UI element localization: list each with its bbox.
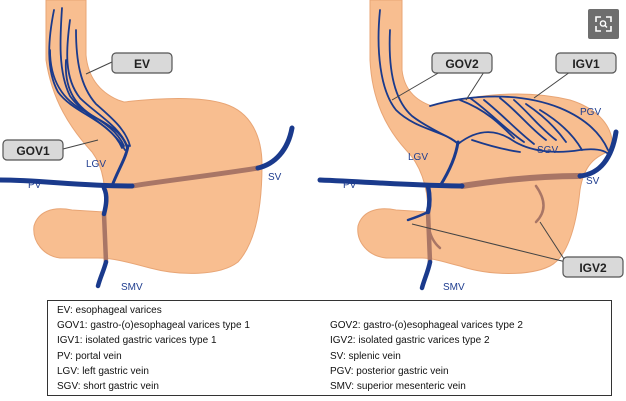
right-igv2-pointer-a xyxy=(411,223,567,263)
right-gov2-pointer-a xyxy=(391,71,441,101)
svg-text:GOV2: GOV2 xyxy=(445,57,479,71)
legend-sgv: SGV: short gastric vein xyxy=(57,381,159,392)
legend-igv1: IGV1: isolated gastric varices type 1 xyxy=(57,335,217,346)
right-label-sgv: SGV xyxy=(537,145,558,156)
right-fundus-varices xyxy=(429,95,611,157)
expand-icon xyxy=(595,16,612,32)
left-stomach xyxy=(33,0,263,274)
right-diagram: PGV SGV LGV PV SV SMV GOV2 IGV1 IGV2 xyxy=(317,0,624,293)
legend-gov2: GOV2: gastro-(o)esophageal varices type … xyxy=(330,320,523,331)
right-igv2-tag: IGV2 xyxy=(562,256,624,278)
left-hidden-smv xyxy=(101,211,109,265)
right-label-smv: SMV xyxy=(443,282,465,293)
right-esophageal-varices xyxy=(377,9,459,145)
right-smv-upper xyxy=(425,183,432,215)
legend-pgv: PGV: posterior gastric vein xyxy=(330,366,449,377)
right-pgv-branch xyxy=(406,210,430,222)
legend-gov1: GOV1: gastro-(o)esophageal varices type … xyxy=(57,320,250,331)
svg-text:GOV1: GOV1 xyxy=(16,144,50,158)
legend-smv: SMV: superior mesenteric vein xyxy=(330,381,466,392)
right-smv-lower xyxy=(419,259,433,291)
left-diagram: LGV PV SV SMV EV GOV1 xyxy=(0,0,295,293)
left-gov1-tag: GOV1 xyxy=(2,139,64,161)
legend-ev: EV: esophageal varices xyxy=(57,305,162,316)
right-splenic-vein xyxy=(577,129,619,179)
svg-text:EV: EV xyxy=(134,57,150,71)
legend-sv: SV: splenic vein xyxy=(330,351,401,362)
zoom-button[interactable] xyxy=(588,9,619,39)
left-label-lgv: LGV xyxy=(86,159,106,170)
right-gov2-pointer-b xyxy=(465,71,485,101)
legend-pv: PV: portal vein xyxy=(57,351,122,362)
left-portal-vein xyxy=(0,177,135,189)
left-ev-tag: EV xyxy=(111,52,173,74)
legend-box: EV: esophageal varices GOV1: gastro-(o)e… xyxy=(47,300,612,396)
right-gov2-tag: GOV2 xyxy=(431,52,493,74)
right-label-sv: SV xyxy=(586,176,600,187)
right-hidden-pgv-right xyxy=(534,184,545,224)
legend-lgv: LGV: left gastric vein xyxy=(57,366,149,377)
right-igv1-tag: IGV1 xyxy=(555,52,617,74)
right-hidden-splenic xyxy=(459,173,583,189)
left-lgv xyxy=(110,144,130,188)
left-label-smv: SMV xyxy=(121,282,143,293)
legend-igv2: IGV2: isolated gastric varices type 2 xyxy=(330,335,490,346)
left-splenic-vein xyxy=(255,125,295,171)
right-igv2-pointer-b xyxy=(539,221,567,263)
right-label-pgv: PGV xyxy=(580,107,601,118)
left-label-sv: SV xyxy=(268,172,282,183)
left-label-pv: PV xyxy=(28,180,42,191)
right-portal-vein xyxy=(317,177,465,189)
right-lgv xyxy=(438,140,460,188)
right-label-lgv: LGV xyxy=(408,152,428,163)
right-label-pv: PV xyxy=(343,180,357,191)
left-ev-pointer xyxy=(85,61,113,75)
svg-text:IGV2: IGV2 xyxy=(579,261,607,275)
right-igv1-pointer xyxy=(533,71,571,99)
left-hidden-splenic xyxy=(129,165,261,189)
left-gov1-pointer xyxy=(62,139,99,150)
left-smv-upper xyxy=(101,185,109,217)
svg-text:IGV1: IGV1 xyxy=(572,57,600,71)
left-ev-varices xyxy=(48,7,131,151)
right-stomach xyxy=(357,0,613,274)
left-smv-lower xyxy=(95,259,109,289)
